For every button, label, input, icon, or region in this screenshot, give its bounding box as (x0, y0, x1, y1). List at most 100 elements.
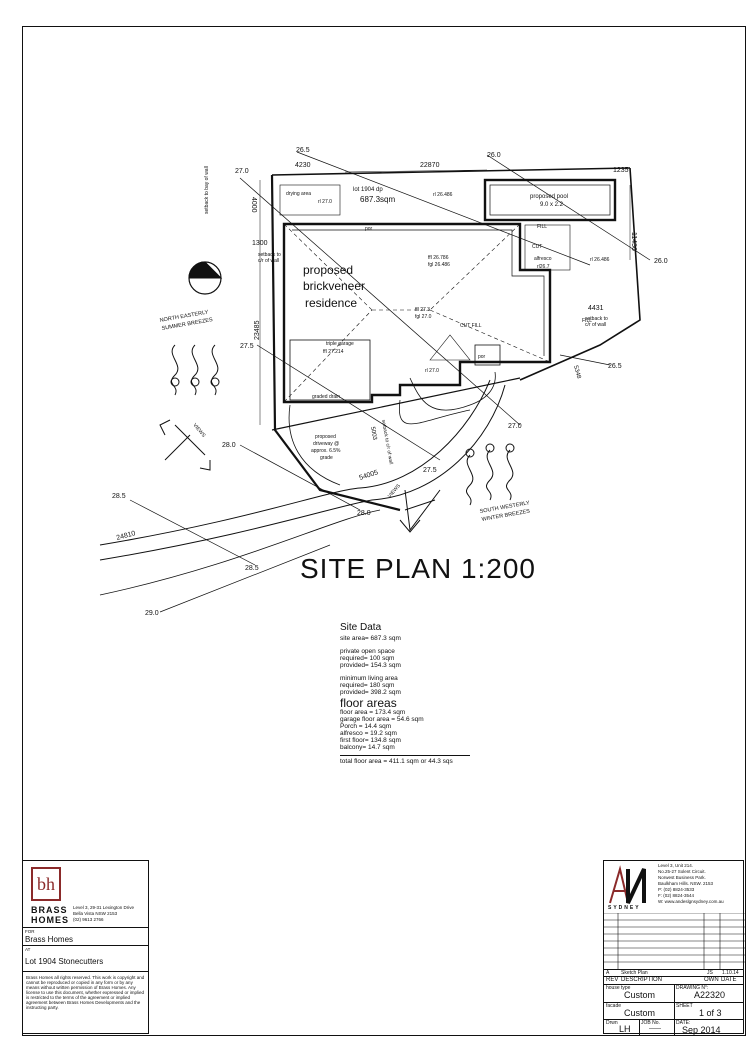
page-title: SITE PLAN 1:200 (300, 553, 537, 584)
sheet-value: 1 of 3 (699, 1008, 722, 1018)
drying-area-label: drying area (286, 191, 311, 197)
drawn-label: Drwn (606, 1020, 618, 1026)
fgl-26486: fgl 26.486 (428, 262, 450, 268)
alfresco-label: alfresco (534, 256, 552, 262)
copyright-text: Brass Homes all rights reserved. This wo… (26, 975, 145, 1010)
level-285: 28.5 (112, 493, 126, 500)
level-275: 27.5 (240, 343, 254, 350)
for-label: FOR (25, 929, 35, 934)
street-edge-1 (99, 379, 491, 546)
dim-1300: 1300 (252, 240, 268, 247)
rev-header: REV (606, 977, 619, 983)
ne-breezes-arrows (170, 344, 220, 396)
house-outline (282, 222, 552, 404)
brand-line-2: HOMES (31, 915, 70, 925)
dim-23485: 23485 (254, 320, 261, 340)
setback-right-2: c/r of wall (585, 322, 606, 328)
garage-ffl: ffl 27.214 (323, 349, 344, 355)
facade-value: Custom (624, 1008, 656, 1018)
dim-11430: 11430 (630, 232, 637, 251)
level-265: 26.5 (296, 147, 310, 154)
at-label: AT (25, 947, 31, 952)
site-name: Lot 1904 Stonecutters (25, 957, 104, 966)
company-logo (608, 863, 650, 907)
setback-right-1: setback to (585, 316, 608, 322)
level-285-b: 28.5 (245, 565, 259, 572)
revision-grid (604, 913, 745, 969)
dim-24810: 24810 (116, 530, 137, 542)
client-name: Brass Homes (25, 935, 74, 944)
company-address-4: Baulkham Hills. NSW. 2153 (658, 881, 714, 886)
dim-4230: 4230 (295, 162, 311, 169)
site-data-heading: Site Data (340, 622, 382, 633)
facade-label: facade (606, 1003, 622, 1009)
level-265-b: 26.5 (608, 363, 622, 370)
fgl-270: fgl 27.0 (415, 314, 432, 320)
alfresco-rl: rl26.7 (537, 264, 550, 270)
address-3: (02) 9613 2766 (73, 917, 104, 922)
alfresco-area: alfresco = 19.2 sqm (340, 730, 397, 737)
level-280-b: 28.0 (357, 510, 371, 517)
house-type-value: Custom (624, 990, 656, 1000)
total-floor-area: total floor area = 411.1 sqm or 44.3 sqs (340, 755, 470, 765)
sheet-label: SHEET (676, 1003, 693, 1009)
level-260: 26.0 (487, 152, 501, 159)
mla-required: required= 180 sqm (340, 682, 395, 689)
lot-area: 687.3sqm (360, 195, 395, 204)
cut-label: CUT (532, 244, 542, 250)
company-web: W: www.andeslgnsydney.com.au (658, 899, 724, 904)
bay-wall: setback to bay of wall (204, 166, 210, 214)
pool (483, 178, 617, 222)
level-270-b: 27.0 (508, 423, 522, 430)
pos-label: private open space (340, 648, 395, 655)
desc-header: DESCRIPTION (621, 977, 663, 983)
date-value: Sep 2014 (682, 1025, 721, 1035)
house-label-1: proposed (303, 263, 353, 277)
floor-areas-heading: floor areas (340, 696, 397, 710)
dim-5003: 5003 (369, 426, 377, 441)
rl-26486-label: rl 26.486 (433, 192, 453, 198)
driveway-1: proposed (315, 434, 336, 440)
lot-boundary (270, 174, 401, 512)
pos-required: required= 100 sqm (340, 655, 395, 662)
rev-a-own: JS (707, 970, 713, 976)
brass-homes-logo: bh (31, 867, 61, 901)
company-fax: F: (02) 8824-3544 (658, 893, 695, 898)
por-label-1: por (365, 226, 373, 232)
level-270: 27.0 (235, 168, 249, 175)
drawn-value: LH (619, 1024, 631, 1034)
level-290: 29.0 (145, 610, 159, 617)
views-arrow-left (159, 419, 211, 471)
triple-garage: triple garage (326, 341, 354, 347)
job-label: JOB No. (641, 1020, 660, 1026)
rl-27-label: rl 27.0 (318, 199, 332, 205)
company-address-1: Level 3, Unit 214. (658, 863, 694, 868)
views-arrow-right (399, 489, 441, 533)
dim-4431: 4431 (588, 305, 604, 312)
por-label-2: por (478, 354, 486, 360)
company-address-3: Norwest Business Park. (658, 875, 706, 880)
rl-26486-label-2: rl 26.486 (590, 257, 610, 263)
logo-letters: bh (37, 874, 55, 894)
house-type-label: house type (606, 985, 631, 991)
pos-provided: provided= 154.3 sqm (340, 662, 401, 669)
address-2: Bella Vista NSW 2153 (73, 911, 118, 916)
ffl-273: ffl 27.3 (415, 307, 430, 313)
balcony-area: balcony= 14.7 sqm (340, 744, 395, 751)
rev-a: A (606, 970, 610, 976)
cut-fill-label: CUT FILL (460, 323, 482, 329)
rev-a-date: 1.10.14 (722, 970, 739, 976)
floor-area: floor area = 173.4 sqm (340, 709, 406, 716)
drawing-no-label: DRAWING N°: (676, 985, 709, 991)
house-label-2: brickveneer (303, 279, 365, 293)
left-title-block: bh BRASS HOMES Level 3, 29-31 Lexington … (22, 860, 149, 1034)
views-label-left: VIEWS (191, 422, 206, 439)
site-area: site area= 687.3 sqm (340, 635, 401, 642)
site-data-block: Site Data site area= 687.3 sqm private o… (340, 622, 470, 765)
date-header: DATE (721, 977, 737, 983)
ffl-26786: ffl 26.786 (428, 255, 449, 261)
garage (289, 339, 371, 401)
company-phone: P: (02) 8824-3533 (658, 887, 695, 892)
mla-label: minimum living area (340, 675, 398, 682)
level-275-b: 27.5 (423, 467, 437, 474)
